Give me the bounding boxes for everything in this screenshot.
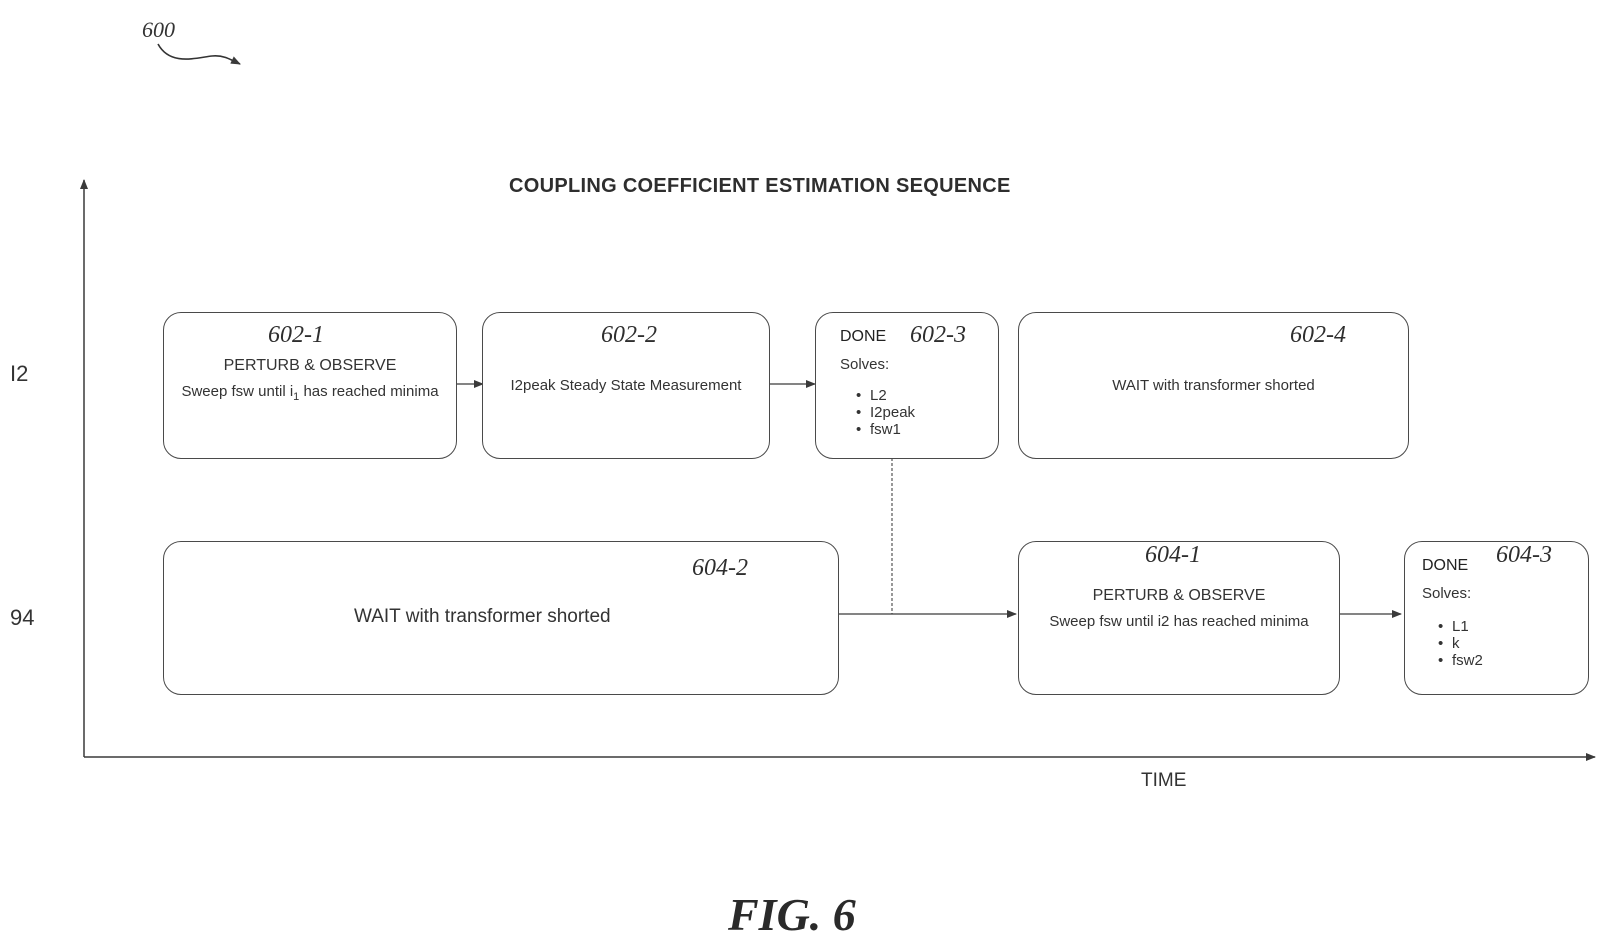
lane-label-top: I2 <box>10 361 28 387</box>
solves-item: I2peak <box>856 404 915 421</box>
step-description: WAIT with transformer shorted <box>1019 377 1408 394</box>
x-axis-label: TIME <box>1141 770 1186 792</box>
step-602-3-box: DONE 602-3 Solves: L2 I2peak fsw1 <box>815 312 999 459</box>
solves-item: k <box>1438 635 1483 652</box>
figure-label: FIG. 6 <box>728 888 856 941</box>
step-602-1-box: 602-1 PERTURB & OBSERVE Sweep fsw until … <box>163 312 457 459</box>
solves-label: Solves: <box>1422 585 1471 602</box>
step-ref-label: 604-2 <box>692 555 748 582</box>
step-ref-label: 602-3 <box>910 322 966 349</box>
step-description: WAIT with transformer shorted <box>354 606 611 628</box>
diagram-title: COUPLING COEFFICIENT ESTIMATION SEQUENCE <box>509 175 1011 198</box>
step-title: PERTURB & OBSERVE <box>164 357 456 375</box>
solves-list: L1 k fsw2 <box>1438 618 1483 669</box>
step-ref-label: 602-4 <box>1290 322 1346 349</box>
step-604-1-box: 604-1 PERTURB & OBSERVE Sweep fsw until … <box>1018 541 1340 695</box>
step-602-2-box: 602-2 I2peak Steady State Measurement <box>482 312 770 459</box>
solves-item: L2 <box>856 387 915 404</box>
figure-ref-number: 600 <box>142 17 175 43</box>
solves-label: Solves: <box>840 356 889 373</box>
step-ref-label: 604-3 <box>1496 542 1552 569</box>
solves-list: L2 I2peak fsw1 <box>856 387 915 438</box>
step-description: Sweep fsw until i2 has reached minima <box>1019 613 1339 630</box>
step-description: Sweep fsw until i1 has reached minima <box>164 383 456 403</box>
step-604-2-box: 604-2 WAIT with transformer shorted <box>163 541 839 695</box>
done-label: DONE <box>840 328 886 346</box>
step-604-3-box: DONE 604-3 Solves: L1 k fsw2 <box>1404 541 1589 695</box>
step-ref-label: 602-1 <box>268 322 324 349</box>
step-description: I2peak Steady State Measurement <box>483 377 769 394</box>
done-label: DONE <box>1422 557 1468 575</box>
step-title: PERTURB & OBSERVE <box>1019 587 1339 605</box>
step-ref-label: 604-1 <box>1145 542 1201 569</box>
lane-label-bottom: 94 <box>10 605 34 631</box>
solves-item: fsw2 <box>1438 652 1483 669</box>
step-602-4-box: 602-4 WAIT with transformer shorted <box>1018 312 1409 459</box>
figure-ref-arrow <box>158 44 240 64</box>
step-ref-label: 602-2 <box>601 322 657 349</box>
solves-item: L1 <box>1438 618 1483 635</box>
solves-item: fsw1 <box>856 421 915 438</box>
